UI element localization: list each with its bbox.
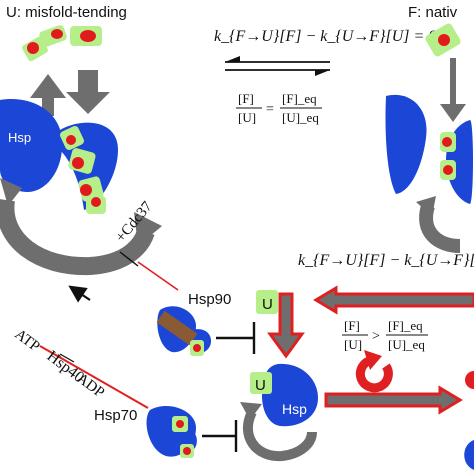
bound-client-left-3	[78, 176, 104, 202]
eq2-rhs-numerator: [F]_eq	[282, 91, 317, 106]
free-client-top-1	[22, 36, 48, 62]
hsp90-label: Hsp90	[188, 291, 231, 308]
hsp70-inhibition	[202, 420, 238, 452]
eq2-numerator: [F]	[238, 91, 254, 106]
free-client-top-2	[39, 25, 67, 47]
f-state-label: F: nativ	[408, 4, 458, 21]
center-cycle-arrow	[240, 402, 317, 462]
eq2-rhs-denominator: [U]_eq	[282, 110, 319, 125]
hsp70-label: Hsp70	[94, 407, 137, 424]
hsp90-complex	[156, 306, 212, 356]
bound-client-left-2	[68, 148, 96, 174]
non-equilibrium-ratio: [F] [U] > [F]_eq [U]_eq	[342, 318, 428, 352]
bound-client-right-1	[440, 132, 456, 152]
energy-input-cycle-icon	[355, 350, 393, 393]
u-client-top	[256, 290, 278, 314]
cycle-arrow-left	[0, 178, 162, 276]
equilibrium-arrows	[225, 56, 330, 76]
bound-client-right-2	[440, 160, 456, 180]
bound-client-left-4	[86, 196, 106, 214]
equilibrium-ratio-equation: [F] [U] = [F]_eq [U]_eq	[236, 91, 322, 125]
eq4-denominator: [U]	[344, 337, 362, 352]
eq4-rhs-denominator: [U]_eq	[388, 337, 425, 352]
hsp90-inhibition	[216, 322, 256, 354]
atp-label: ATP	[12, 326, 43, 355]
u-box-bottom-label: U	[255, 377, 266, 394]
bound-client-left-1	[60, 126, 84, 150]
equation-non-equilibrium: k_{F→U}[F] − k_{U→F}[U] > 0	[298, 252, 474, 269]
release-down-arrow	[66, 70, 110, 114]
binding-up-arrow	[30, 74, 66, 116]
hsp70-complex	[146, 406, 197, 458]
eq2-denominator: [U]	[238, 110, 256, 125]
edge-client-right	[464, 371, 474, 470]
free-client-right	[425, 23, 461, 57]
hsp-center-label: Hsp	[282, 401, 307, 417]
equation-steady-state: k_{F→U}[F] − k_{U→F}[U] = 0	[214, 28, 436, 45]
u-state-label: U: misfold-tending	[6, 4, 127, 21]
svg-text:=: =	[266, 102, 274, 117]
red-release-down-arrow	[267, 292, 305, 359]
hsp40-arrow-group: Hsp40 ATP ADP	[12, 285, 149, 409]
hsp-left-label: Hsp	[8, 130, 31, 145]
cycle-arrow-right	[416, 196, 461, 253]
u-client-bottom	[250, 372, 272, 394]
red-rightward-arrow	[324, 385, 463, 415]
free-client-top-3	[70, 26, 102, 46]
release-down-arrow-right	[440, 58, 466, 122]
u-box-top-label: U	[262, 296, 273, 313]
eq4-numerator: [F]	[344, 318, 360, 333]
hsp-center	[262, 363, 318, 427]
eq4-rhs-numerator: [F]_eq	[388, 318, 423, 333]
adp-label: ADP	[74, 370, 108, 401]
svg-text:>: >	[372, 329, 380, 344]
red-leftward-arrow	[313, 285, 474, 315]
